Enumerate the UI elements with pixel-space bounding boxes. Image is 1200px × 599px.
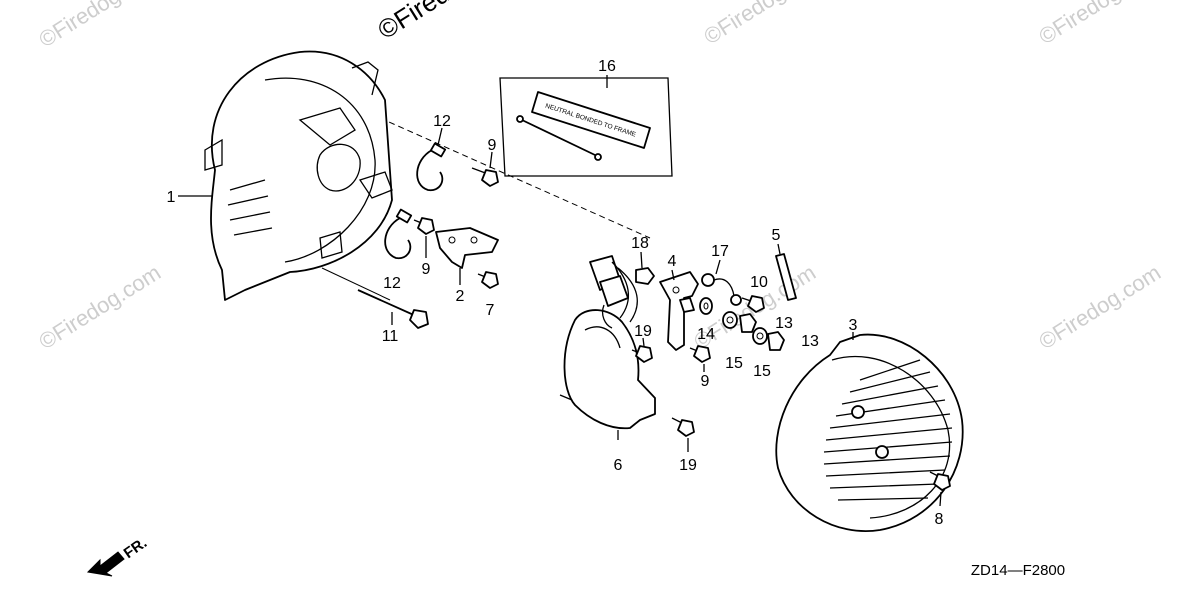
watermark: ©Firedog.com: [1034, 0, 1165, 49]
callout-16: 16: [598, 58, 616, 75]
ground-wire-part: [701, 273, 742, 306]
leader-line: [777, 243, 781, 255]
bracket-part: [435, 227, 499, 269]
callout-19: 19: [679, 457, 697, 474]
alignment-line: [321, 267, 391, 301]
callout-12: 12: [433, 113, 451, 130]
callout-9: 9: [422, 261, 431, 278]
leader-line: [671, 269, 675, 281]
watermark: ©Firedog.com: [34, 0, 165, 52]
callout-1: 1: [167, 189, 176, 206]
watermark: ©Firedog.com: [699, 0, 830, 49]
leader-line: [642, 337, 645, 347]
watermark: ©Firedog.com: [34, 260, 165, 355]
watermark: ©Firedog.com: [1034, 260, 1165, 355]
callout-2: 2: [456, 288, 465, 305]
leader-line: [640, 251, 643, 269]
nut-part: [635, 267, 655, 285]
bolt-part: [413, 217, 435, 235]
callout-5: 5: [772, 227, 781, 244]
brush-cover-part: [559, 255, 656, 430]
bolt-part: [471, 167, 499, 187]
front-label: FR.: [121, 534, 151, 562]
callout-13: 13: [801, 333, 819, 350]
diagram-code: ZD14—F2800: [971, 562, 1065, 579]
leader-line: [715, 259, 721, 275]
end-cover-part: [775, 333, 964, 532]
callout-19: 19: [634, 323, 652, 340]
leader-line: [437, 127, 443, 146]
callout-17: 17: [711, 243, 729, 260]
callout-3: 3: [849, 317, 858, 334]
housing-part: [204, 50, 393, 301]
bolt-part: [477, 271, 499, 289]
callout-4: 4: [668, 253, 677, 270]
clip-part: [384, 208, 413, 260]
callout-labels: 1 12 9 16 12 9 2 7 11 18 4 17 5 10 14 13…: [167, 58, 944, 528]
callout-18: 18: [631, 235, 649, 252]
washer-set: [699, 297, 785, 351]
callout-11: 11: [382, 328, 399, 345]
bolt-part: [929, 471, 951, 491]
cover-slots: [823, 359, 953, 501]
callout-9: 9: [701, 373, 710, 390]
callout-13: 13: [775, 315, 793, 332]
bolt-part: [631, 345, 653, 363]
terminal-plate-part: [659, 271, 699, 351]
watermarks: ©Firedog.com ©Firedog.com ©Firedog.com ©…: [34, 0, 1165, 354]
callout-8: 8: [935, 511, 944, 528]
brush-rod-part: [775, 253, 797, 301]
callout-15: 15: [725, 355, 743, 372]
callout-12: 12: [383, 275, 401, 292]
callout-10: 10: [750, 274, 768, 291]
leader-line: [939, 491, 942, 507]
wire-kit-box: NEUTRAL BONDED TO FRAME: [499, 77, 673, 177]
callout-7: 7: [486, 302, 495, 319]
watermark: ©Firedog.com: [372, 0, 527, 45]
callout-14: 14: [697, 326, 715, 343]
callout-6: 6: [614, 457, 623, 474]
callout-9: 9: [488, 137, 497, 154]
bolt-part: [689, 345, 711, 363]
clip-part: [416, 142, 447, 192]
leader-line: [489, 151, 493, 169]
bolt-part: [671, 417, 695, 437]
front-direction-arrow: FR.: [86, 534, 151, 577]
long-bolt-part: [357, 289, 429, 329]
callout-15: 15: [753, 363, 771, 380]
bolt-part: [741, 295, 765, 313]
